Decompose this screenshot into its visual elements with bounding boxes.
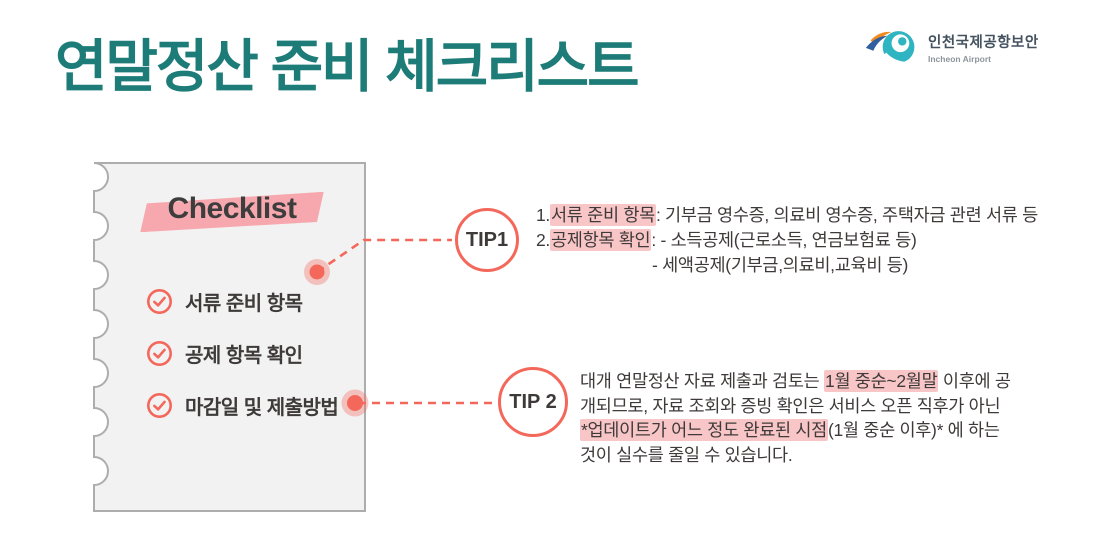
tip-text-line: 2.공제항목 확인: - 소득공제(근로소득, 연금보험료 등) bbox=[536, 228, 1038, 253]
plain-text: (1월 중순 이후)* 에 하는 bbox=[827, 420, 1000, 440]
checklist-heading-label: Checklist bbox=[167, 192, 297, 225]
tip-text-line: 1.서류 준비 항목: 기부금 영수증, 의료비 영수증, 주택자금 관련 서류… bbox=[536, 203, 1038, 228]
check-icon bbox=[147, 340, 172, 366]
checklist-item: 공제 항목 확인 bbox=[146, 338, 338, 368]
checklist-item-label: 공제 항목 확인 bbox=[185, 344, 303, 367]
plain-text: 2. bbox=[536, 230, 550, 250]
notebook-paper bbox=[93, 162, 366, 512]
plain-text: 1. bbox=[536, 205, 550, 225]
highlighted-text: 1월 중순~2월말 bbox=[824, 370, 939, 392]
tip-text-line: *업데이트가 어느 정도 완료된 시점(1월 중순 이후)* 에 하는 bbox=[580, 418, 1011, 443]
checklist-item-label: 서류 준비 항목 bbox=[185, 292, 303, 315]
plain-text: 것이 실수를 줄일 수 있습니다. bbox=[580, 444, 793, 465]
checklist-item-label: 마감일 및 제출방법 bbox=[185, 396, 339, 419]
checklist-item: 서류 준비 항목 bbox=[146, 286, 338, 316]
plain-text: 이후에 공 bbox=[938, 371, 1011, 391]
plain-text: 개되므로, 자료 조회와 증빙 확인은 서비스 오픈 직후가 아닌 bbox=[580, 395, 1001, 416]
logo-text: 인천국제공항보안 Incheon Airport bbox=[928, 31, 1039, 64]
checklist-item: 마감일 및 제출방법 bbox=[146, 390, 339, 420]
tip2-badge-label: TIP 2 bbox=[509, 390, 557, 413]
highlighted-text: *업데이트가 어느 정도 완료된 시점 bbox=[580, 419, 828, 441]
checklist-heading: Checklist bbox=[146, 192, 318, 226]
highlighted-text: 공제항목 확인 bbox=[550, 229, 652, 251]
logo-name: 인천국제공항보안 bbox=[928, 34, 1039, 51]
tip-text-line: 대개 연말정산 자료 제출과 검토는 1월 중순~2월말 이후에 공 bbox=[580, 369, 1011, 394]
tip1-badge-label: TIP1 bbox=[465, 228, 509, 251]
tip-text-line: 것이 실수를 줄일 수 있습니다. bbox=[580, 443, 1011, 468]
logo-subtitle: Incheon Airport bbox=[928, 53, 991, 64]
plain-text: : 기부금 영수증, 의료비 영수증, 주택자금 관련 서류 등 bbox=[655, 205, 1038, 225]
tip-text-line: 개되므로, 자료 조회와 증빙 확인은 서비스 오픈 직후가 아닌 bbox=[580, 394, 1011, 419]
tip2-badge: TIP 2 bbox=[498, 367, 568, 437]
page-title: 연말정산 준비 체크리스트 bbox=[55, 35, 640, 99]
check-icon bbox=[147, 288, 172, 314]
plain-text: 대개 연말정산 자료 제출과 검토는 bbox=[580, 371, 825, 391]
check-icon bbox=[147, 392, 172, 418]
plain-text: : - 소득공제(근로소득, 연금보험료 등) bbox=[651, 230, 917, 250]
highlighted-text: 서류 준비 항목 bbox=[550, 204, 656, 226]
plain-text: - 세액공제(기부금,의료비,교육비 등) bbox=[652, 255, 909, 275]
tip1-badge: TIP1 bbox=[455, 208, 519, 272]
tip-text-line: - 세액공제(기부금,의료비,교육비 등) bbox=[536, 253, 1038, 278]
tip1-text: 1.서류 준비 항목: 기부금 영수증, 의료비 영수증, 주택자금 관련 서류… bbox=[536, 203, 1038, 278]
incheon-airport-logo-icon bbox=[865, 31, 915, 64]
incheon-airport-logo: 인천국제공항보안 Incheon Airport bbox=[864, 27, 1039, 67]
